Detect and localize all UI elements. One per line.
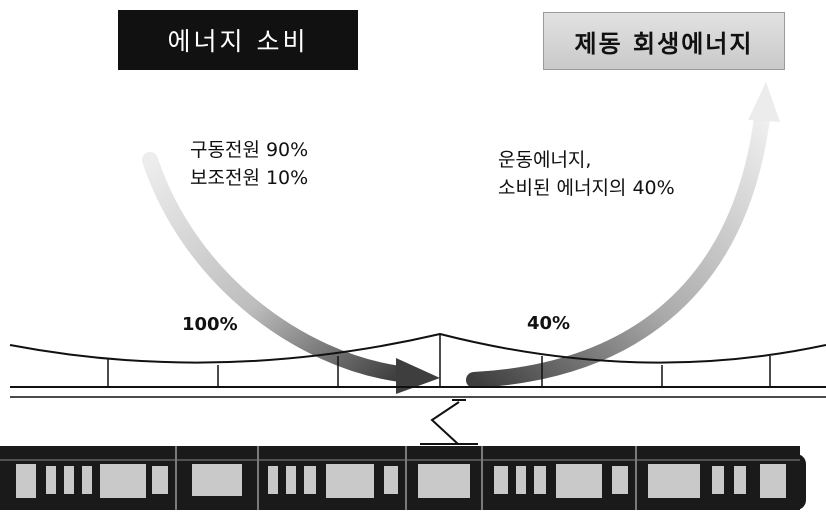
aux-power-label: 보조전원 10%: [190, 167, 309, 189]
kinetic-energy-label: 운동에너지,: [498, 149, 592, 171]
consumption-arrow: [142, 152, 440, 394]
kinetic-energy-text: 운동에너지, 소비된 에너지의 40%: [498, 146, 675, 202]
kinetic-share-label: 소비된 에너지의 40%: [498, 177, 675, 199]
energy-consumption-label: 에너지 소비: [167, 27, 309, 56]
energy-consumption-box: 에너지 소비: [118, 10, 358, 70]
consumed-percent: 100%: [182, 314, 238, 335]
braking-regen-box: 제동 회생에너지: [543, 12, 785, 70]
braking-regen-label: 제동 회생에너지: [574, 29, 754, 58]
tram: [0, 446, 806, 510]
pantograph: [420, 399, 478, 445]
regeneration-arrow: [466, 82, 780, 388]
regen-percent: 40%: [527, 313, 571, 334]
drive-power-label: 구동전원 90%: [190, 139, 309, 161]
power-breakdown-text: 구동전원 90% 보조전원 10%: [190, 136, 308, 192]
catenary-wire: [9, 332, 826, 398]
